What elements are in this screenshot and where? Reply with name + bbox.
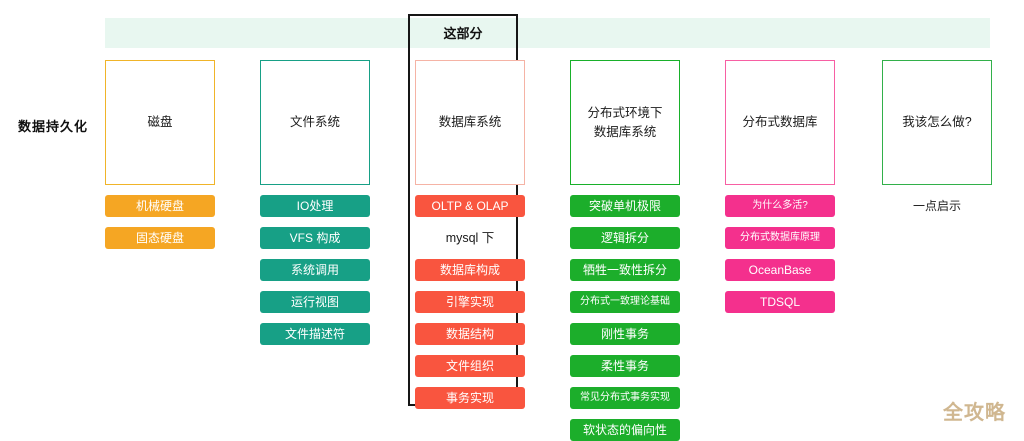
column-how-to: 我该怎么做? 一点启示	[882, 60, 992, 217]
column-database: 数据库系统 OLTP & OLAP mysql 下数据库构成引擎实现数据结构文件组织…	[415, 60, 525, 409]
watermark: 全攻略	[943, 402, 1006, 424]
topic-pill[interactable]: 牺牲一致性拆分	[570, 259, 680, 281]
column-head-distributed-db[interactable]: 分布式数据库	[725, 60, 835, 185]
column-filesystem: 文件系统 IO处理 VFS 构成系统调用运行视图文件描述符	[260, 60, 370, 345]
topic-pill[interactable]: 文件描述符	[260, 323, 370, 345]
column-distributed-env: 分布式环境下数据库系统突破单机极限逻辑拆分牺牲一致性拆分分布式一致理论基础刚性事…	[570, 60, 680, 441]
topic-pill[interactable]: 为什么多活?	[725, 195, 835, 217]
topic-pill[interactable]: OceanBase	[725, 259, 835, 281]
topic-pill[interactable]: TDSQL	[725, 291, 835, 313]
topic-pill[interactable]: 运行视图	[260, 291, 370, 313]
topic-pill[interactable]: VFS 构成	[260, 227, 370, 249]
topic-pill[interactable]: IO处理	[260, 195, 370, 217]
topic-pill[interactable]: 常见分布式事务实现	[570, 387, 680, 409]
column-head-database[interactable]: 数据库系统	[415, 60, 525, 185]
topic-pill[interactable]: OLTP & OLAP	[415, 195, 525, 217]
header-band	[105, 18, 990, 48]
topic-pill[interactable]: 引擎实现	[415, 291, 525, 313]
topic-pill[interactable]: 分布式一致理论基础	[570, 291, 680, 313]
section-label: 数据持久化	[18, 119, 89, 134]
topic-pill[interactable]: 柔性事务	[570, 355, 680, 377]
column-disk: 磁盘机械硬盘固态硬盘	[105, 60, 215, 249]
topic-pill[interactable]: 软状态的偏向性	[570, 419, 680, 441]
column-head-distributed-env[interactable]: 分布式环境下数据库系统	[570, 60, 680, 185]
topic-pill[interactable]: 固态硬盘	[105, 227, 215, 249]
topic-pill[interactable]: 数据结构	[415, 323, 525, 345]
topic-pill[interactable]: 逻辑拆分	[570, 227, 680, 249]
column-head-disk[interactable]: 磁盘	[105, 60, 215, 185]
focus-title: 这部分	[443, 26, 483, 41]
topic-pill[interactable]: 事务实现	[415, 387, 525, 409]
column-head-filesystem[interactable]: 文件系统	[260, 60, 370, 185]
column-head-how-to[interactable]: 我该怎么做?	[882, 60, 992, 185]
topic-pill[interactable]: 刚性事务	[570, 323, 680, 345]
plain-item: 一点启示	[912, 199, 961, 213]
topic-pill[interactable]: 数据库构成	[415, 259, 525, 281]
plain-item: mysql 下	[445, 231, 495, 245]
topic-pill[interactable]: 系统调用	[260, 259, 370, 281]
topic-pill[interactable]: 机械硬盘	[105, 195, 215, 217]
topic-pill[interactable]: 文件组织	[415, 355, 525, 377]
topic-pill[interactable]: 分布式数据库原理	[725, 227, 835, 249]
topic-pill[interactable]: 突破单机极限	[570, 195, 680, 217]
